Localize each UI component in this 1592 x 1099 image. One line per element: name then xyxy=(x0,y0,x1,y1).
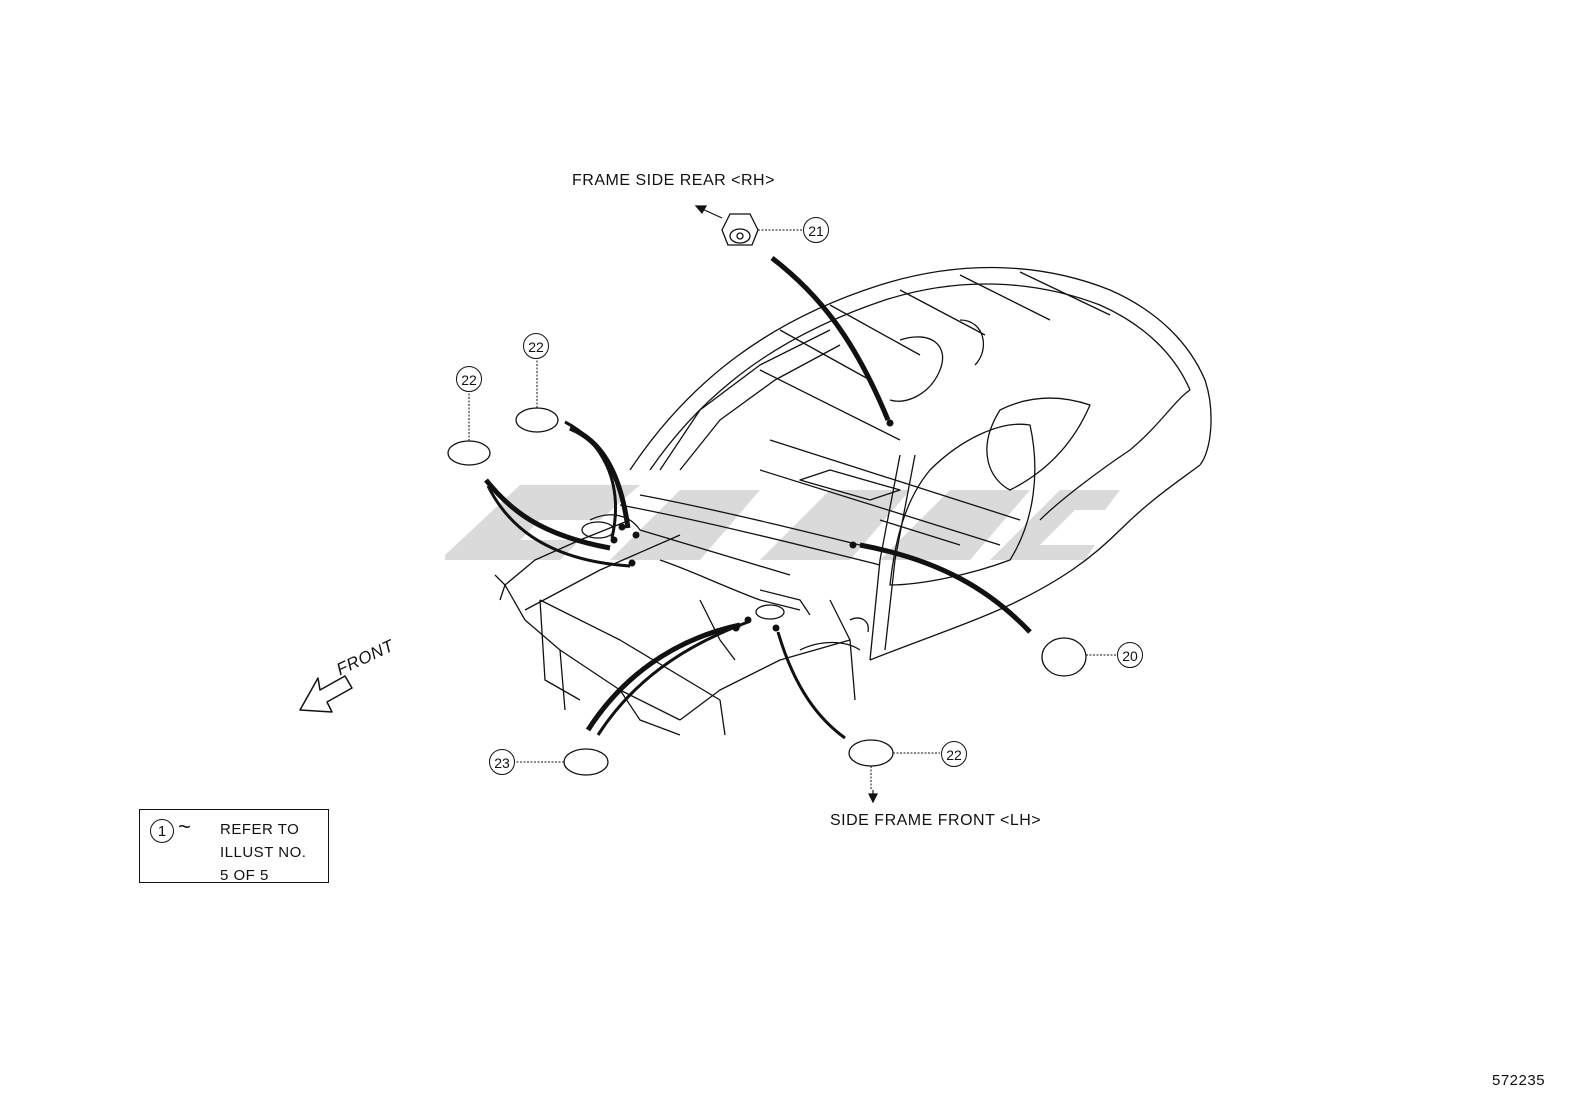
callout-22-lower: 22 xyxy=(941,741,967,767)
callout-leaders xyxy=(468,229,1116,790)
callout-21: 21 xyxy=(803,217,829,243)
reference-line-1: REFER TO xyxy=(220,821,300,838)
frame-side-rear-label: FRAME SIDE REAR <RH> xyxy=(572,172,775,189)
leader-arcs-thin xyxy=(486,420,846,740)
callout-20: 20 xyxy=(1117,642,1143,668)
reference-text: REFER TO ILLUST NO. 5 OF 5 xyxy=(220,818,306,887)
diagram-id: 572235 xyxy=(1492,1072,1546,1089)
reference-note-box: 1 ~ REFER TO ILLUST NO. 5 OF 5 xyxy=(139,809,329,884)
callout-23: 23 xyxy=(489,749,515,775)
grommet-parts xyxy=(447,407,1087,776)
car-body xyxy=(494,266,1212,736)
direction-arrows xyxy=(694,205,878,804)
front-arrow-icon xyxy=(299,675,353,713)
callout-22-upper: 22 xyxy=(523,333,549,359)
reference-line-3: 5 OF 5 xyxy=(220,867,269,884)
clip-part-icon xyxy=(721,213,759,246)
reference-line-2: ILLUST NO. xyxy=(220,844,307,861)
watermark-logo xyxy=(445,485,1120,560)
reference-tilde: ~ xyxy=(178,814,192,839)
reference-number: 1 xyxy=(150,819,174,843)
side-frame-front-label: SIDE FRAME FRONT <LH> xyxy=(830,812,1042,829)
callout-22-left: 22 xyxy=(456,366,482,392)
